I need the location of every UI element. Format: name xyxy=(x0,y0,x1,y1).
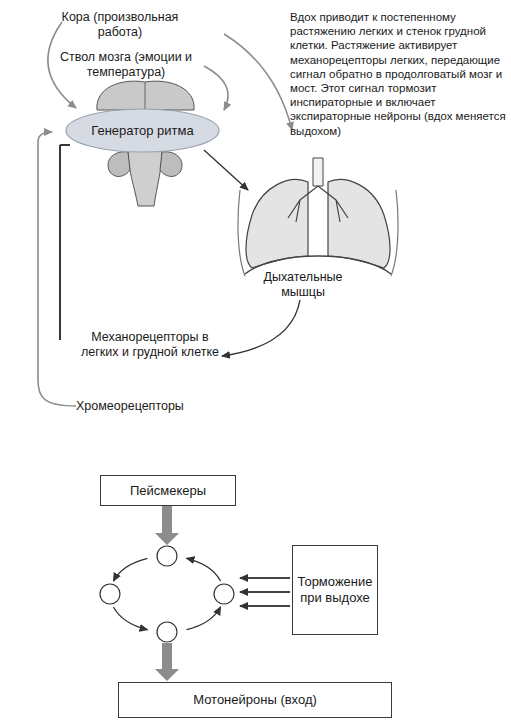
ring-arrow xyxy=(187,607,221,630)
flow-arrow xyxy=(222,300,300,356)
brain-midline xyxy=(145,82,146,110)
right-lung xyxy=(328,180,390,268)
part-label: Механорецепторы в легких и грудной клетк… xyxy=(74,330,226,360)
note-text: Вдох приводит к постепенному растяжению … xyxy=(290,10,508,138)
block-arrow xyxy=(155,643,179,681)
flow-arrow xyxy=(204,150,248,190)
ring-arrow xyxy=(113,607,147,630)
source-label: Кора (произвольная работа) xyxy=(52,10,188,40)
flow-arrow xyxy=(48,22,76,108)
flow-arrow xyxy=(224,34,292,130)
inhibition-line xyxy=(59,145,61,340)
inhibition-arrow xyxy=(240,577,290,579)
neuron-circle xyxy=(157,546,177,566)
part-label: Дыхательные мышцы xyxy=(250,270,356,300)
flow-arrow xyxy=(204,66,228,110)
node-text: Пейсмекеры xyxy=(126,483,210,499)
ellipse-shape xyxy=(66,109,219,152)
ring-arrow xyxy=(187,558,221,581)
feedback-arrow xyxy=(38,132,76,406)
block-arrow xyxy=(155,506,179,545)
ring-arrow xyxy=(113,558,147,581)
part-label: Хромеорецепторы xyxy=(76,399,216,414)
process-box: Пейсмекеры xyxy=(100,475,236,506)
node-text: Генератор ритма xyxy=(87,123,197,139)
bronchi xyxy=(288,186,348,222)
chest-wall xyxy=(238,190,245,276)
node-text: Мотонейроны (вход) xyxy=(189,692,321,708)
inhibition-arrow xyxy=(240,605,290,607)
brain-stem xyxy=(128,150,162,206)
cerebellum-right xyxy=(160,152,182,177)
brain-hemispheres xyxy=(97,81,194,110)
source-label: Ствол мозга (эмоции и температура) xyxy=(58,50,194,80)
inhibition-bar xyxy=(60,144,70,146)
trachea xyxy=(313,158,323,186)
cerebellum-left xyxy=(108,152,130,177)
neuron-circle xyxy=(157,622,177,642)
left-lung xyxy=(246,180,308,268)
neuron-circle xyxy=(214,584,234,604)
node-text: Торможение при выдохе xyxy=(293,574,377,605)
inhibition-arrow xyxy=(240,591,290,593)
chest-wall xyxy=(391,190,398,276)
generator-ellipse: Генератор ритма xyxy=(65,108,220,153)
neuron-circle xyxy=(100,584,120,604)
process-box: Мотонейроны (вход) xyxy=(118,682,392,718)
process-box: Торможение при выдохе xyxy=(292,545,378,635)
